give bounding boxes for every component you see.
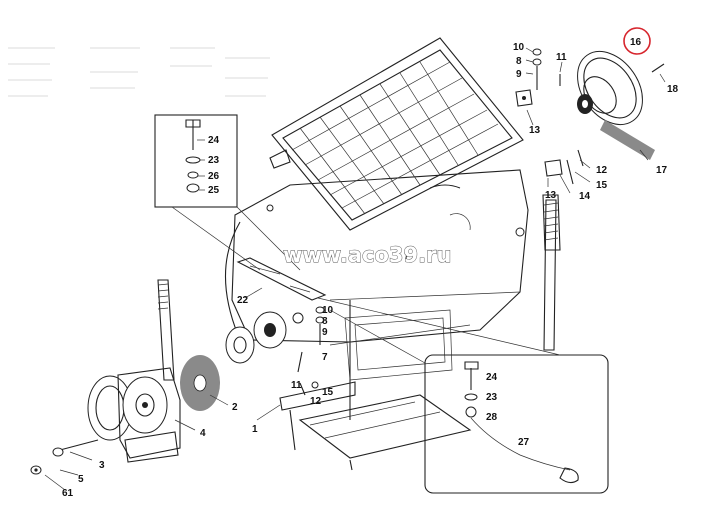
callout-61: 61 <box>62 488 74 499</box>
callout-inset-top-26: 26 <box>208 171 220 182</box>
callout-labels: 1 2 3 4 5 61 22 10 8 9 11 13 16 17 18 12… <box>62 37 679 499</box>
tilt-handle <box>157 279 175 381</box>
pulley-assembly <box>577 51 655 160</box>
fastener-group-top <box>515 48 665 185</box>
callout-16: 16 <box>630 37 642 48</box>
callout-8: 8 <box>516 56 522 67</box>
callout-13-top: 13 <box>529 125 541 136</box>
callout-inset-bottom-24: 24 <box>486 372 498 383</box>
callout-18: 18 <box>667 84 679 95</box>
inset-top-frame <box>154 114 301 271</box>
callout-inset-top-23: 23 <box>208 155 220 166</box>
base-frame <box>279 381 472 471</box>
callout-mid-8: 8 <box>322 316 328 327</box>
grinding-disc <box>180 355 220 411</box>
callout-inset-top-25: 25 <box>208 185 220 196</box>
gear-motor <box>87 367 181 463</box>
fastener-group-mid <box>297 306 325 396</box>
callout-10: 10 <box>513 42 525 53</box>
callout-12-top: 12 <box>596 165 608 176</box>
callout-mid-7: 7 <box>322 352 328 363</box>
callout-5: 5 <box>78 474 84 485</box>
callout-17: 17 <box>656 165 668 176</box>
callout-1: 1 <box>252 424 258 435</box>
callout-inset-bottom-23: 23 <box>486 392 498 403</box>
callout-inset-top-24: 24 <box>208 135 220 146</box>
grille-lid <box>269 37 524 231</box>
faded-background-text <box>8 47 270 97</box>
leader-lines <box>44 47 666 491</box>
callout-mid-12: 12 <box>310 396 322 407</box>
callout-9: 9 <box>516 69 522 80</box>
callout-mid-9: 9 <box>322 327 328 338</box>
callout-inset-bottom-27: 27 <box>518 437 530 448</box>
callout-4: 4 <box>200 428 206 439</box>
callout-15-top: 15 <box>596 180 608 191</box>
callout-13-right: 13 <box>545 190 557 201</box>
inset-bottom-frame <box>317 297 609 494</box>
drive-hub <box>225 311 304 364</box>
callout-2: 2 <box>232 402 238 413</box>
mounting-plate <box>236 257 327 301</box>
callout-22: 22 <box>237 295 249 306</box>
callout-inset-bottom-28: 28 <box>486 412 498 423</box>
bolt-set-left <box>30 439 99 475</box>
stand-post <box>542 194 561 351</box>
callout-mid-11: 11 <box>291 380 302 391</box>
callout-11: 11 <box>556 52 567 63</box>
callout-mid-10: 10 <box>322 305 334 316</box>
callout-14: 14 <box>579 191 591 202</box>
highlight-circle <box>623 27 651 55</box>
watermark-text: www.aco39.ru <box>283 243 451 267</box>
callout-3: 3 <box>99 460 105 471</box>
callout-mid-15: 15 <box>322 387 334 398</box>
